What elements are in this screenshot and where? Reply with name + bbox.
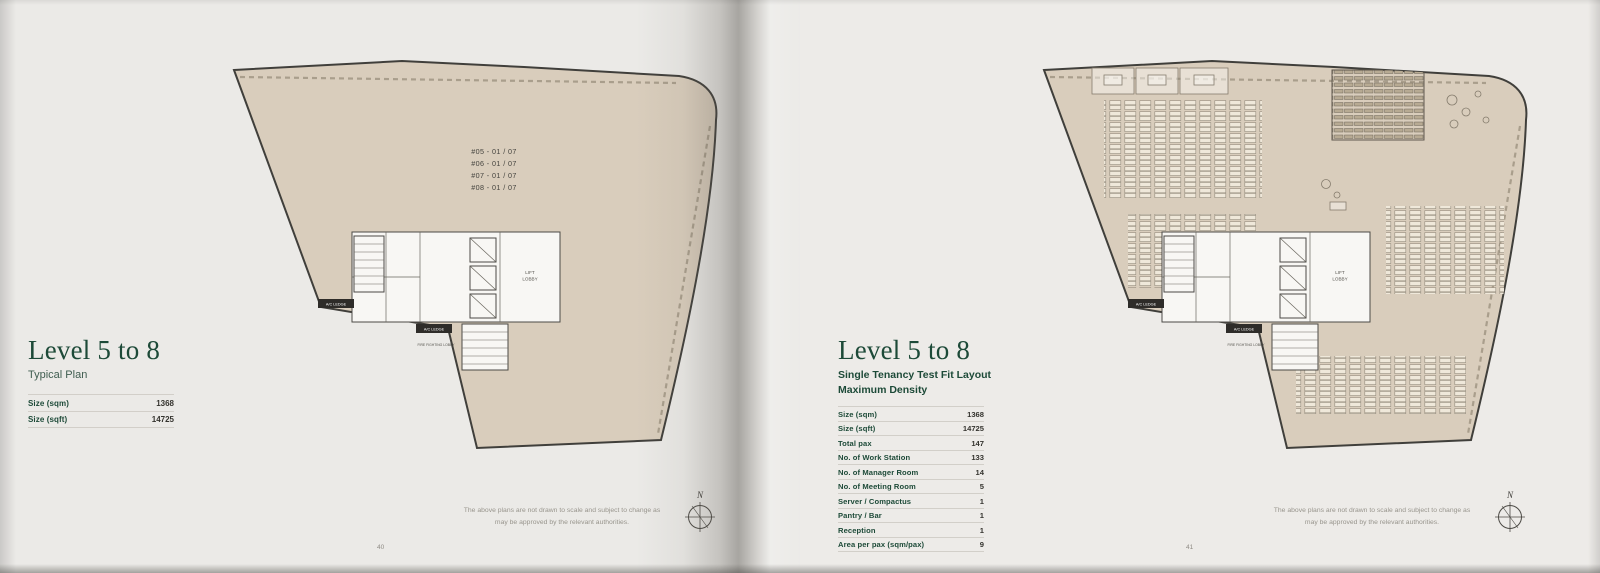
right-subtitle-line1: Single Tenancy Test Fit Layout	[838, 369, 992, 382]
left-page-subtitle: Typical Plan	[28, 369, 88, 382]
spec-value: 5	[979, 482, 984, 491]
unit-label: #08 - 01 / 07	[471, 183, 517, 192]
spec-label: Total pax	[838, 438, 872, 448]
workstations-right	[1386, 206, 1504, 294]
unit-label: #06 - 01 / 07	[471, 159, 517, 168]
meeting-rooms	[1091, 67, 1229, 95]
spec-value: 1	[979, 496, 984, 506]
spec-row: Server / Compactus 1	[838, 493, 984, 508]
spec-label: No. of Work Station	[838, 453, 911, 462]
right-edge-shadow	[1588, 0, 1600, 573]
spec-row: Reception 1	[838, 522, 984, 537]
compass-north-label: N	[1506, 490, 1514, 500]
spec-value: 133	[971, 453, 984, 462]
right-disclaimer: The above plans are not drawn to scale a…	[1273, 507, 1471, 526]
floor-plan-test-fit	[1043, 60, 1528, 449]
spec-label: Size (sqm)	[28, 398, 70, 408]
spec-value: 1	[979, 525, 984, 535]
left-spec-table: Size (sqm) 1368 Size (sqft) 14725	[28, 394, 174, 428]
right-subtitle-line2: Maximum Density	[838, 384, 928, 397]
spec-value: 14725	[962, 424, 984, 433]
page-number-right: 41	[1186, 544, 1194, 551]
left-disclaimer: The above plans are not drawn to scale a…	[463, 507, 661, 526]
right-page-title: Level 5 to 8	[838, 335, 971, 365]
spec-label: Server / Compactus	[838, 496, 912, 506]
spec-row: No. of Work Station 133	[838, 449, 984, 465]
spec-label: No. of Manager Room	[838, 467, 919, 477]
right-info-block: Level 5 to 8 Single Tenancy Test Fit Lay…	[838, 336, 991, 398]
spec-row: Size (sqft) 14725	[838, 420, 984, 436]
spec-row: Size (sqm) 1368	[28, 394, 174, 411]
spec-label: Size (sqm)	[838, 409, 877, 419]
right-spec-table: Size (sqm) 1368 Size (sqft) 14725 Total …	[838, 406, 984, 552]
compass-icon: N	[1495, 490, 1525, 532]
spec-row: Size (sqm) 1368	[838, 406, 984, 421]
spec-label: Size (sqft)	[28, 415, 68, 424]
spec-label: Size (sqft)	[838, 424, 876, 433]
spec-value: 147	[971, 438, 984, 448]
left-edge-shadow	[0, 0, 16, 573]
spec-label: Area per pax (sqm/pax)	[838, 540, 925, 549]
spec-value: 14	[975, 467, 984, 477]
top-edge-shadow	[0, 0, 1600, 5]
spec-label: Pantry / Bar	[838, 511, 882, 520]
page-number-left: 40	[377, 544, 385, 551]
left-page-title: Level 5 to 8	[28, 335, 161, 365]
spec-value: 1	[979, 511, 984, 520]
bottom-edge-shadow	[0, 564, 1600, 573]
left-info-block: Level 5 to 8 Typical Plan	[28, 336, 160, 383]
spec-row: No. of Manager Room 14	[838, 464, 984, 479]
spec-value: 14725	[151, 415, 174, 424]
right-page-subtitle: Single Tenancy Test Fit Layout Maximum D…	[838, 368, 991, 397]
spec-row: Pantry / Bar 1	[838, 507, 984, 523]
workstations-lower	[1296, 356, 1466, 414]
spec-row: Area per pax (sqm/pax) 9	[838, 536, 984, 552]
spec-value: 1368	[156, 398, 174, 408]
unit-label: #07 - 01 / 07	[471, 171, 517, 180]
meeting-tables-left	[1065, 289, 1083, 335]
workstations-upper	[1104, 100, 1262, 198]
centre-tables	[1321, 179, 1347, 211]
compass-icon: N	[685, 490, 715, 532]
unit-label: #05 - 01 / 07	[471, 147, 517, 156]
floor-plan-typical: LIFT LOBBY FIRE FIGHTING LOBBY A/C LEDGE…	[233, 60, 718, 449]
spec-label: Reception	[838, 525, 876, 535]
spec-value: 9	[979, 540, 984, 549]
spec-row: Size (sqft) 14725	[28, 410, 174, 428]
lounge-seating	[1446, 90, 1490, 129]
unit-numbers: #05 - 01 / 07 #06 - 01 / 07 #07 - 01 / 0…	[471, 147, 517, 192]
spec-row: No. of Meeting Room 5	[838, 478, 984, 494]
spec-label: No. of Meeting Room	[838, 482, 916, 491]
spec-value: 1368	[967, 409, 984, 419]
spec-row: Total pax 147	[838, 435, 984, 450]
compass-north-label: N	[696, 490, 704, 500]
training-room	[1331, 69, 1425, 141]
